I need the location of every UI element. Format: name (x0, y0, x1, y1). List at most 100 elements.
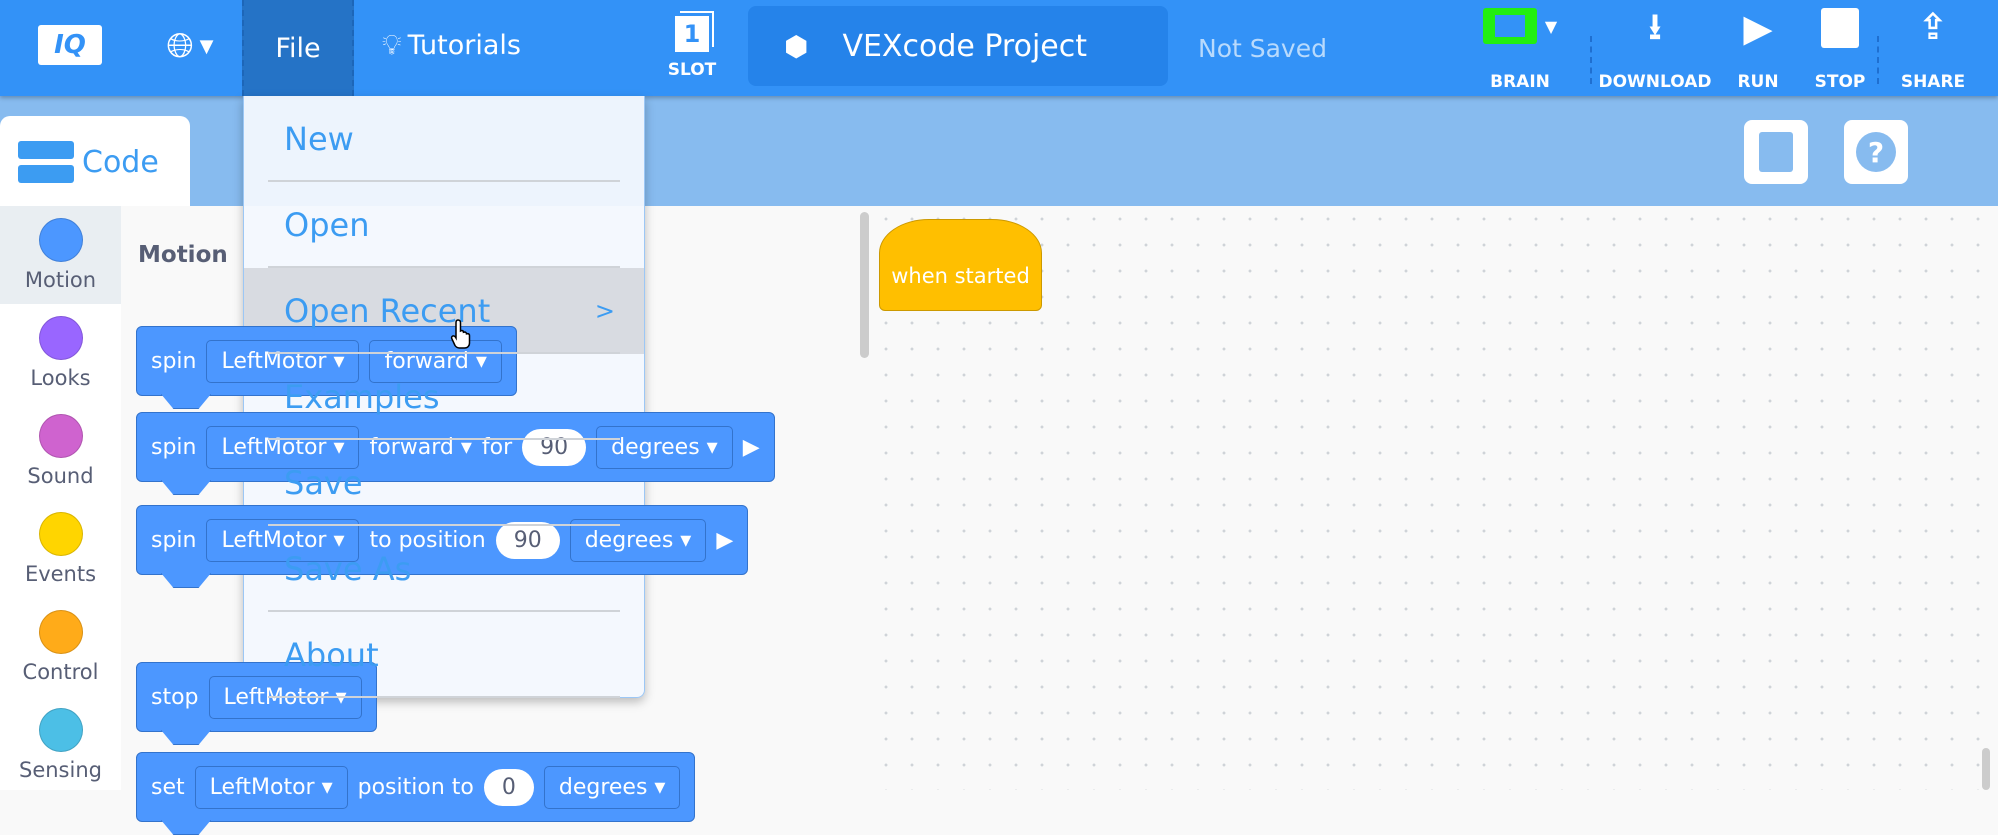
block-text: to position (369, 527, 486, 553)
language-button[interactable]: 🌐︎▼ (155, 26, 225, 66)
menu-label: Save (284, 464, 363, 502)
code-workspace[interactable] (873, 206, 1998, 790)
share-icon: ⇪ (1917, 7, 1949, 48)
slot-label: SLOT (667, 60, 717, 80)
stop-icon (1821, 8, 1859, 48)
motor-dropdown[interactable]: LeftMotor ▾ (206, 339, 360, 383)
events-dot-icon (38, 512, 83, 556)
help-icon: ? (1856, 132, 1896, 172)
block-op: stop (151, 684, 199, 710)
globe-icon: 🌐︎ (166, 26, 194, 66)
menu-label: Examples (284, 378, 440, 416)
category-motion[interactable]: Motion (0, 206, 121, 304)
looks-dot-icon (38, 316, 83, 360)
slot-number: 1 (675, 16, 709, 52)
share-button[interactable]: ⇪ SHARE (1895, 7, 1971, 93)
tab-code[interactable]: Code (0, 116, 190, 208)
chevron-down-icon: ▼ (199, 35, 214, 57)
file-menu-background (243, 96, 645, 698)
file-menu: New Open Open Recent> Examples Save Save… (243, 96, 645, 698)
when-started-block[interactable]: when started (879, 219, 1042, 311)
play-icon: ▶ (1743, 6, 1773, 50)
share-label: SHARE (1900, 72, 1966, 92)
block-text: position to (357, 774, 474, 800)
category-label: Events (24, 562, 97, 586)
category-label: Control (22, 660, 99, 684)
block-op: spin (151, 527, 197, 553)
run-button[interactable]: ▶ RUN (1730, 8, 1786, 92)
category-label: Sound (27, 464, 94, 488)
menu-label: Open (284, 206, 370, 244)
project-name-field[interactable]: ⬢ VEXcode Project (748, 6, 1168, 86)
submenu-arrow-icon: > (594, 297, 615, 325)
menu-label: About (284, 636, 379, 674)
workspace-scrollbar[interactable] (1982, 748, 1990, 790)
brain-button[interactable]: ▼ BRAIN (1480, 8, 1560, 92)
control-dot-icon (38, 610, 83, 654)
unit-dropdown[interactable]: degrees ▾ (596, 425, 733, 469)
sound-dot-icon (38, 414, 83, 458)
brain-icon (1482, 8, 1537, 44)
devices-button[interactable] (1744, 120, 1808, 184)
sensing-dot-icon (38, 708, 83, 752)
block-op: spin (151, 348, 197, 374)
run-label: RUN (1737, 72, 1779, 92)
stop-button[interactable]: STOP (1810, 8, 1870, 92)
file-menu-button[interactable]: File (242, 0, 354, 96)
category-looks[interactable]: Looks (0, 304, 121, 402)
category-control[interactable]: Control (0, 598, 121, 696)
unit-dropdown[interactable]: degrees ▾ (543, 765, 681, 809)
category-label: Sensing (19, 758, 102, 782)
chevron-down-icon: ▼ (1544, 16, 1558, 36)
menu-item-save[interactable]: Save (243, 440, 645, 526)
hexagon-icon: ⬢ (784, 29, 809, 63)
category-sensing[interactable]: Sensing (0, 696, 121, 794)
menu-label: Save As (284, 550, 412, 588)
stop-label: STOP (1814, 72, 1866, 92)
brain-port-icon (1759, 132, 1793, 172)
menu-item-open[interactable]: Open (243, 182, 645, 268)
code-tab-label: Code (82, 144, 159, 180)
menu-label: New (284, 120, 354, 158)
menu-item-open-recent[interactable]: Open Recent> (243, 268, 645, 354)
menu-item-about[interactable]: About (243, 612, 645, 698)
save-status: Not Saved (1198, 33, 1327, 63)
project-name: VEXcode Project (842, 28, 1088, 64)
menu-item-save-as[interactable]: Save As (243, 526, 645, 612)
category-events[interactable]: Events (0, 500, 121, 598)
block-op: set (151, 774, 185, 800)
value-input[interactable]: 90 (495, 521, 560, 559)
download-icon: ⭳ (1648, 7, 1662, 48)
motor-dropdown[interactable]: LeftMotor ▾ (206, 518, 360, 562)
motion-dot-icon (38, 218, 83, 262)
divider (1590, 36, 1592, 84)
download-label: DOWNLOAD (1598, 72, 1712, 92)
category-label: Motion (24, 268, 97, 292)
divider (1877, 36, 1879, 84)
menu-item-new[interactable]: New (243, 96, 645, 182)
category-list: Motion Looks Sound Events Control Sensin… (0, 206, 121, 790)
lightbulb-icon: 💡︎ (382, 28, 402, 61)
category-label: Looks (30, 366, 91, 390)
tutorials-button[interactable]: 💡︎Tutorials (382, 22, 521, 68)
help-button[interactable]: ? (1844, 120, 1908, 184)
value-input[interactable]: 0 (483, 768, 534, 806)
tutorials-label: Tutorials (407, 29, 521, 61)
palette-heading: Motion (138, 242, 228, 268)
play-icon[interactable]: ▶ (742, 434, 760, 460)
hand-cursor-icon (450, 319, 471, 349)
category-sound[interactable]: Sound (0, 402, 121, 500)
palette-scrollbar[interactable] (860, 212, 869, 358)
code-blocks-icon (18, 141, 74, 183)
menu-item-examples[interactable]: Examples (243, 354, 645, 440)
vex-iq-logo: IQ (38, 25, 102, 65)
play-icon[interactable]: ▶ (716, 527, 734, 553)
download-button[interactable]: ⭳ DOWNLOAD (1598, 7, 1712, 93)
motor-dropdown[interactable]: LeftMotor ▾ (194, 765, 348, 809)
brain-label: BRAIN (1490, 72, 1550, 92)
